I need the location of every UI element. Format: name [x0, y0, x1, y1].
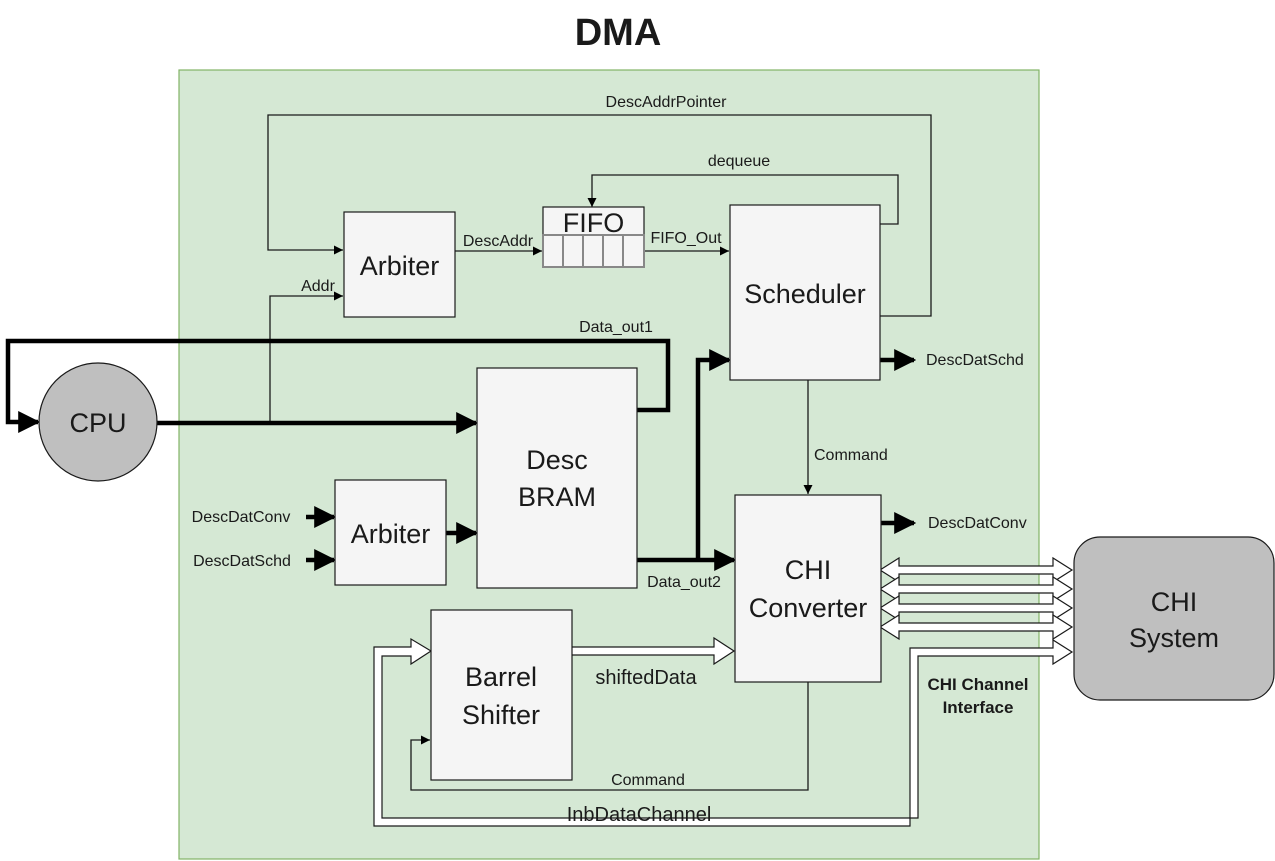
data-out1-bus	[5, 338, 671, 433]
signal-data-out2: Data_out2	[647, 574, 721, 591]
desc-bram-block	[476, 367, 638, 589]
arbiter-top-block	[343, 211, 456, 318]
signal-data-out1: Data_out1	[579, 319, 653, 336]
chi-converter-block	[734, 494, 882, 683]
signal-addr: Addr	[301, 278, 335, 295]
signal-command-sched: Command	[814, 447, 888, 464]
signal-shifted-data: shiftedData	[595, 667, 697, 689]
signal-inb-data-channel: InbDataChannel	[567, 804, 712, 826]
desc-bram-label-line1: Desc	[526, 445, 588, 475]
signal-dequeue: dequeue	[708, 153, 770, 170]
data-out2-sched-bus	[695, 349, 732, 560]
dequeue-wire	[587, 174, 899, 225]
chi-system-label-line2: System	[1129, 623, 1219, 653]
signal-desc-dat-conv-out: DescDatConv	[928, 515, 1027, 532]
signal-desc-dat-conv-in: DescDatConv	[192, 509, 291, 526]
addr-wire	[269, 291, 343, 422]
signal-chi-channel-interface-line2: Interface	[943, 698, 1014, 717]
scheduler-block	[729, 204, 881, 381]
signal-chi-channel-interface-line1: CHI Channel	[927, 675, 1028, 694]
signal-desc-addr: DescAddr	[463, 233, 534, 250]
signal-desc-dat-schd-out: DescDatSchd	[926, 352, 1024, 369]
arbiter-bottom-label: Arbiter	[351, 519, 431, 549]
scheduler-label: Scheduler	[744, 279, 866, 309]
command-conv-wire	[410, 682, 809, 791]
cpu-label: CPU	[69, 408, 126, 438]
barrel-shifter-block	[430, 609, 573, 781]
desc-addr-pointer-wire	[267, 114, 932, 317]
arbiter-top-label: Arbiter	[360, 251, 440, 281]
chi-converter-label-line2: Converter	[749, 593, 868, 623]
barrel-shifter-label-line1: Barrel	[465, 662, 537, 692]
signal-fifo-out: FIFO_Out	[650, 230, 722, 247]
chi-system-block	[1073, 536, 1275, 701]
cpu-block	[38, 362, 158, 482]
chi-channel-arrow-4	[878, 613, 1074, 641]
chi-converter-label-line1: CHI	[785, 555, 832, 585]
arbiter-bottom-block	[334, 479, 447, 586]
desc-bram-label-line2: BRAM	[518, 482, 596, 512]
fifo-label: FIFO	[563, 208, 625, 238]
barrel-shifter-label-line2: Shifter	[462, 700, 540, 730]
shifted-data-arrow	[570, 636, 736, 666]
signal-desc-dat-schd-in: DescDatSchd	[193, 553, 291, 570]
signal-desc-addr-pointer: DescAddrPointer	[606, 94, 728, 111]
diagram-title: DMA	[575, 12, 662, 54]
signal-command-conv: Command	[611, 772, 685, 789]
chi-system-label-line1: CHI	[1151, 587, 1198, 617]
fifo-block	[542, 206, 645, 268]
